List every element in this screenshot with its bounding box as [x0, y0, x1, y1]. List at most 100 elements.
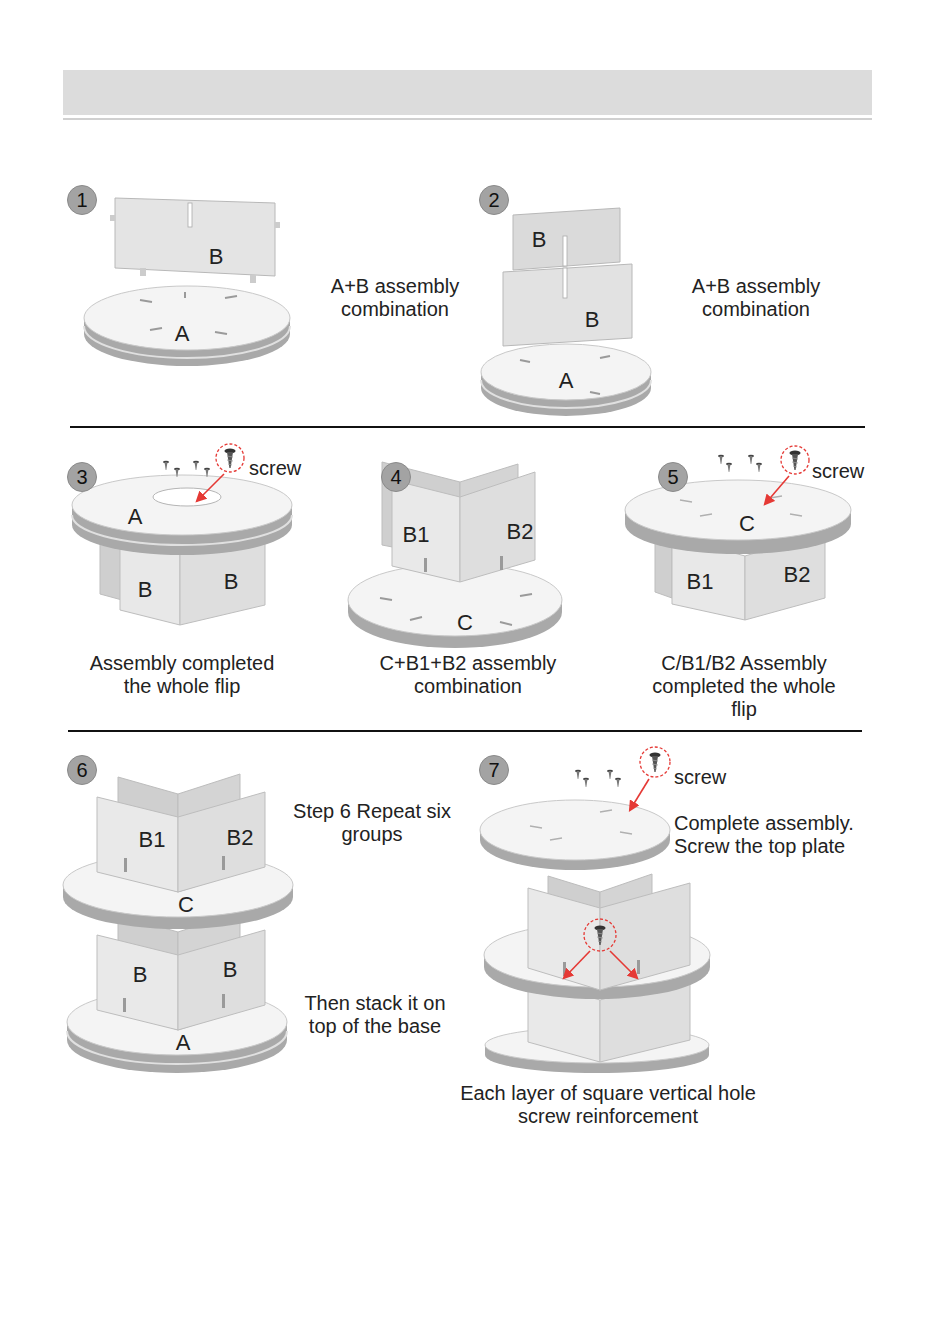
- step6-group-figure: [63, 774, 293, 929]
- step-number-text: 1: [76, 190, 87, 210]
- part-label: B: [585, 307, 600, 332]
- illustration-part: [607, 770, 613, 779]
- illustration-part: [630, 779, 649, 810]
- illustration-part: [513, 208, 620, 270]
- illustration-part: [250, 275, 256, 283]
- illustration-part: [563, 962, 566, 976]
- illustration-part: [178, 792, 265, 892]
- part-label: B2: [507, 519, 534, 544]
- callout-label: screw: [812, 460, 864, 483]
- illustration-part: [530, 810, 632, 840]
- step-number: 6: [67, 755, 97, 785]
- step-caption: C+B1+B2 assembly combination: [361, 652, 576, 698]
- step-number-text: 6: [76, 760, 87, 780]
- illustration-part: [222, 994, 225, 1008]
- illustration-part: [520, 356, 610, 394]
- illustration-part: [460, 472, 535, 582]
- part-label: B1: [687, 569, 714, 594]
- step-caption: Assembly completed the whole flip: [83, 652, 281, 698]
- illustration-part: [640, 747, 670, 777]
- step-number: 2: [479, 185, 509, 215]
- step-number-text: 4: [390, 467, 401, 487]
- illustration-part: [72, 475, 292, 535]
- part-label: C: [457, 610, 473, 635]
- illustration-part: [637, 960, 640, 974]
- step-number: 4: [381, 462, 411, 492]
- illustration-part: [123, 998, 126, 1012]
- part-label: A: [559, 368, 574, 393]
- step-caption: A+B assembly combination: [288, 275, 503, 321]
- part-label: B: [138, 577, 153, 602]
- illustration-part: [392, 480, 460, 582]
- part-label: A: [176, 1030, 191, 1055]
- illustration-part: [600, 883, 690, 990]
- separator: [68, 730, 862, 732]
- illustration-part: [563, 268, 567, 298]
- illustration-part: [765, 476, 789, 504]
- part-label: B: [532, 227, 547, 252]
- step1-figure: [84, 198, 290, 366]
- step6-base-figure: [67, 912, 287, 1073]
- part-label: A: [175, 321, 190, 346]
- illustration-part: [503, 264, 632, 346]
- illustration-part: [756, 463, 762, 472]
- part-label: B: [224, 569, 239, 594]
- illustration-part: [193, 461, 199, 470]
- step7-figure: [480, 747, 710, 1073]
- illustration-part: [781, 446, 809, 474]
- illustration-part: [174, 468, 180, 477]
- illustration-part: [790, 451, 801, 471]
- illustration-part: [575, 770, 581, 779]
- step-caption: Step 6 Repeat six groups: [282, 800, 462, 846]
- part-label: C: [178, 892, 194, 917]
- step-number-text: 7: [488, 760, 499, 780]
- illustration-part: [610, 951, 637, 978]
- step4-figure: [348, 462, 562, 648]
- illustration-part: [748, 455, 754, 464]
- separator: [70, 426, 865, 428]
- illustration-part: [110, 215, 115, 221]
- step-number: 3: [67, 462, 97, 492]
- illustration-part: [97, 935, 178, 1030]
- illustration-part: [615, 778, 621, 787]
- part-label: B: [209, 244, 224, 269]
- illustration-part: [188, 203, 192, 227]
- illustration-part: [153, 488, 221, 506]
- callout-label: screw: [674, 766, 726, 789]
- step-number-text: 2: [488, 190, 499, 210]
- illustration-part: [584, 919, 616, 951]
- step-caption: Complete assembly. Screw the top plate: [674, 812, 874, 858]
- step-caption: Each layer of square vertical hole screw…: [452, 1082, 764, 1128]
- illustration-part: [140, 268, 146, 276]
- illustration-part: [275, 222, 280, 228]
- step-number: 7: [479, 755, 509, 785]
- step-caption: Then stack it on top of the base: [295, 992, 455, 1038]
- illustration-part: [197, 474, 224, 501]
- step2-figure: [481, 208, 651, 416]
- part-label: B2: [227, 825, 254, 850]
- illustration-part: [625, 480, 851, 540]
- illustration-part: [97, 797, 178, 892]
- illustration-part: [583, 778, 589, 787]
- illustration-part: [163, 461, 169, 470]
- illustration-part: [380, 594, 532, 625]
- illustration-part: [225, 449, 236, 469]
- illustration-part: [718, 455, 724, 464]
- illustration-part: [480, 800, 670, 860]
- illustration-part: [528, 888, 600, 990]
- part-label: B: [223, 957, 238, 982]
- step-number-text: 5: [667, 467, 678, 487]
- illustration-part: [178, 930, 265, 1030]
- step-number: 1: [67, 185, 97, 215]
- illustration-part: [204, 468, 210, 477]
- part-label: B1: [403, 522, 430, 547]
- step-caption: C/B1/B2 Assembly completed the whole fli…: [644, 652, 844, 721]
- illustration-part: [481, 344, 651, 400]
- step-number-text: 3: [76, 467, 87, 487]
- part-label: B: [133, 962, 148, 987]
- illustration-part: [563, 236, 567, 266]
- illustration-part: [222, 856, 225, 870]
- part-label: A: [128, 504, 143, 529]
- illustration-part: [650, 753, 661, 773]
- part-label: B2: [784, 562, 811, 587]
